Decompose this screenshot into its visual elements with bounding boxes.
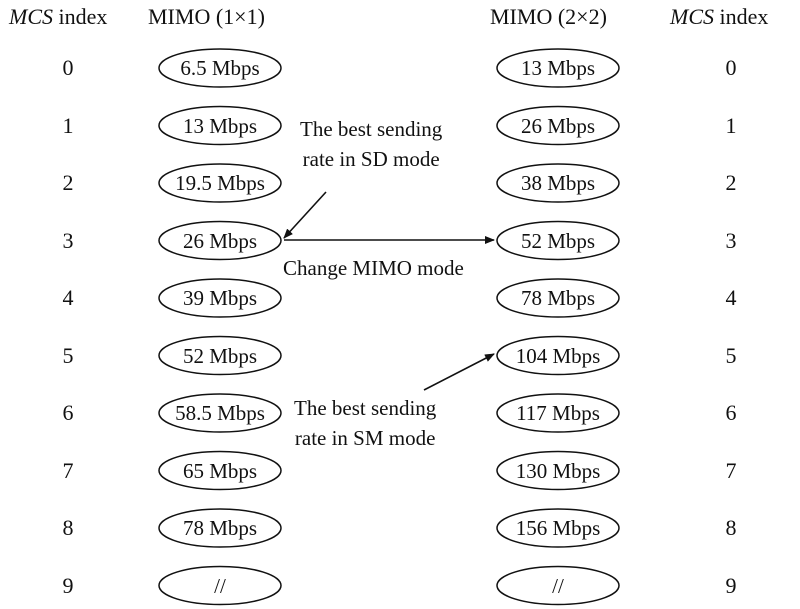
rate-label-left: 13 Mbps — [182, 113, 258, 138]
rate-ellipse-left — [158, 393, 282, 433]
mcs-index-right: 1 — [725, 112, 737, 138]
rate-ellipse-right — [496, 565, 620, 606]
mcs-index-left: 0 — [62, 55, 74, 80]
rate-label-right: 117 Mbps — [516, 401, 600, 425]
mcs-index-left: 9 — [62, 572, 74, 598]
rate-ellipse-right — [496, 450, 620, 491]
mcs-index-right: 3 — [725, 227, 737, 253]
mcs-index-right: 6 — [725, 400, 737, 425]
rate-ellipse-right — [496, 220, 620, 261]
sm-best-arrow — [423, 353, 495, 391]
rate-label-left: 39 Mbps — [182, 286, 258, 310]
rate-ellipse-right — [496, 163, 620, 203]
rate-ellipse-right — [496, 393, 620, 433]
sm-best-label: The best sending rate in SM mode — [294, 396, 437, 450]
rate-label-left: 58.5 Mbps — [175, 401, 265, 425]
rate-ellipse-left — [158, 105, 282, 146]
rate-label-left: 78 Mbps — [182, 516, 258, 540]
rate-label-right: 130 Mbps — [515, 458, 601, 483]
mcs-index-left: 6 — [62, 400, 74, 425]
mcs-index-right: 0 — [725, 55, 737, 80]
rate-label-left: 6.5 Mbps — [180, 56, 260, 80]
mcs-index-left: 2 — [62, 170, 74, 195]
mcs-index-right: 7 — [725, 457, 737, 483]
rate-ellipse-left — [158, 565, 282, 606]
rate-ellipse-left — [158, 335, 282, 376]
rate-ellipse-left — [158, 48, 282, 88]
mcs-index-left: 3 — [62, 227, 74, 253]
mcs-index-header-right: MCS index — [670, 4, 769, 29]
rate-label-left: 52 Mbps — [182, 343, 258, 368]
rate-label-right: // — [552, 573, 564, 598]
mcs-index-left: 7 — [62, 457, 74, 483]
rate-label-right: 26 Mbps — [520, 113, 596, 138]
mimo-1x1-header: MIMO (1×1) — [148, 4, 265, 29]
rate-label-left: 26 Mbps — [182, 228, 258, 253]
rate-label-left: // — [214, 573, 226, 598]
mcs-index-right: 8 — [725, 515, 737, 540]
rate-ellipse-left — [158, 450, 282, 491]
rate-ellipse-right — [496, 48, 620, 88]
rate-label-left: 65 Mbps — [182, 458, 258, 483]
rate-ellipse-left — [158, 220, 282, 261]
rate-label-right: 13 Mbps — [520, 56, 596, 80]
rate-ellipse-right — [496, 508, 620, 548]
mcs-index-left: 8 — [62, 515, 74, 540]
mcs-index-left: 1 — [62, 112, 74, 138]
sd-best-arrow — [283, 191, 327, 239]
mcs-index-left: 4 — [62, 285, 74, 310]
mcs-index-right: 4 — [725, 285, 737, 310]
mcs-index-right: 9 — [725, 572, 737, 598]
sd-best-label: The best sending rate in SD mode — [300, 117, 443, 171]
mcs-index-header-left: MCS index — [9, 4, 108, 29]
mcs-index-right: 2 — [725, 170, 737, 195]
rate-ellipse-left — [158, 278, 282, 318]
rate-ellipse-right — [496, 278, 620, 318]
rate-label-right: 78 Mbps — [520, 286, 596, 310]
rate-ellipse-left — [158, 508, 282, 548]
rate-ellipse-right — [496, 335, 620, 376]
rate-label-right: 104 Mbps — [515, 343, 601, 368]
rate-ellipse-right — [496, 105, 620, 146]
rate-label-left: 19.5 Mbps — [175, 171, 265, 195]
mcs-index-left: 5 — [62, 342, 74, 368]
rate-label-right: 38 Mbps — [520, 171, 596, 195]
rate-label-right: 156 Mbps — [515, 516, 601, 540]
mimo-2x2-header: MIMO (2×2) — [490, 4, 607, 29]
rate-ellipse-left — [158, 163, 282, 203]
rate-label-right: 52 Mbps — [520, 228, 596, 253]
mcs-index-right: 5 — [725, 342, 737, 368]
change-mimo-mode-label: Change MIMO mode — [283, 256, 464, 280]
